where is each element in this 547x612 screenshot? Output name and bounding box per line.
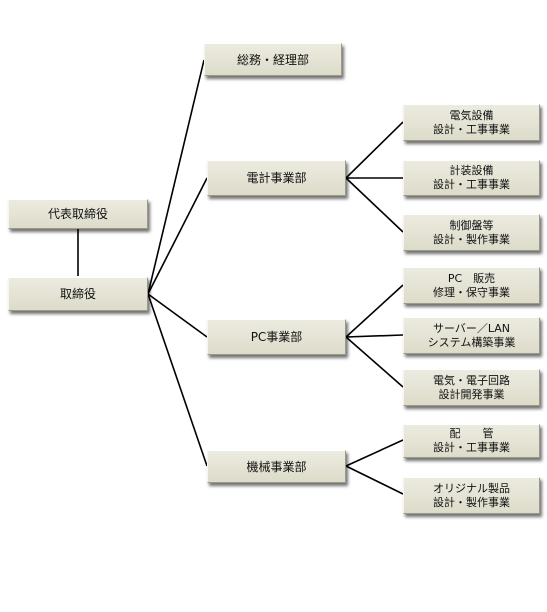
business-box: サーバー／LAN システム構築事業 (403, 317, 540, 354)
connector-directors-dept-2 (147, 293, 208, 338)
dept-general-affairs: 総務・経理部 (204, 43, 342, 76)
business-box: 電気設備 設計・工事事業 (403, 104, 540, 141)
business-line2: 設計・製作事業 (433, 232, 510, 246)
business-line1: 電気設備 (449, 108, 494, 122)
business-line1: 計装設備 (449, 164, 494, 177)
connector-directors-dept-0 (147, 59, 205, 295)
dept-pc: PC事業部 (207, 319, 346, 355)
business-box: オリジナル製品 設計・製作事業 (403, 477, 540, 514)
connector-directors-dept-1 (147, 177, 208, 295)
business-line2: システム構築事業 (427, 335, 516, 349)
business-line1: 電気・電子回路 (433, 373, 510, 387)
business-line2: 設計・工事事業 (433, 178, 510, 191)
business-line2: 設計開発事業 (438, 387, 505, 401)
connector-dept-2-biz-0 (345, 284, 404, 338)
connector-dept-2-biz-2 (345, 336, 404, 388)
ceo-label: 代表取締役 (47, 207, 108, 221)
business-box: PC 販売 修理・保守事業 (403, 267, 540, 304)
dept-label: 総務・経理部 (236, 52, 309, 67)
business-line1: 制御盤等 (449, 218, 494, 232)
business-line1: オリジナル製品 (433, 481, 510, 495)
connector-directors-dept-3 (147, 293, 208, 467)
business-line1: 配 管 (449, 427, 494, 440)
business-line1: サーバー／LAN (432, 321, 511, 335)
dept-label: 電計事業部 (246, 171, 307, 185)
dept-label: PC事業部 (250, 330, 303, 344)
business-line2: 設計・工事事業 (433, 441, 510, 454)
business-line2: 修理・保守事業 (433, 285, 510, 299)
dept-electrical-instrumentation: 電計事業部 (207, 160, 346, 196)
business-box: 制御盤等 設計・製作事業 (403, 214, 540, 251)
business-line2: 設計・工事事業 (433, 122, 510, 136)
connector-dept-3-biz-1 (345, 465, 404, 495)
directors-box: 取締役 (8, 277, 148, 311)
connector-dept-1-biz-2 (345, 177, 404, 233)
connector-dept-1-biz-0 (345, 121, 404, 179)
business-line2: 設計・製作事業 (433, 495, 510, 509)
business-line1: PC 販売 (447, 271, 496, 285)
business-box: 配 管 設計・工事事業 (403, 424, 540, 458)
business-box: 電気・電子回路 設計開発事業 (403, 369, 540, 406)
dept-label: 機械事業部 (246, 459, 307, 474)
connector-dept-2-biz-1 (345, 334, 404, 338)
connector-dept-3-biz-0 (345, 439, 404, 467)
business-box: 計装設備 設計・工事事業 (403, 160, 540, 196)
ceo-box: 代表取締役 (8, 199, 148, 229)
directors-label: 取締役 (59, 287, 96, 301)
dept-machinery: 機械事業部 (207, 450, 346, 483)
